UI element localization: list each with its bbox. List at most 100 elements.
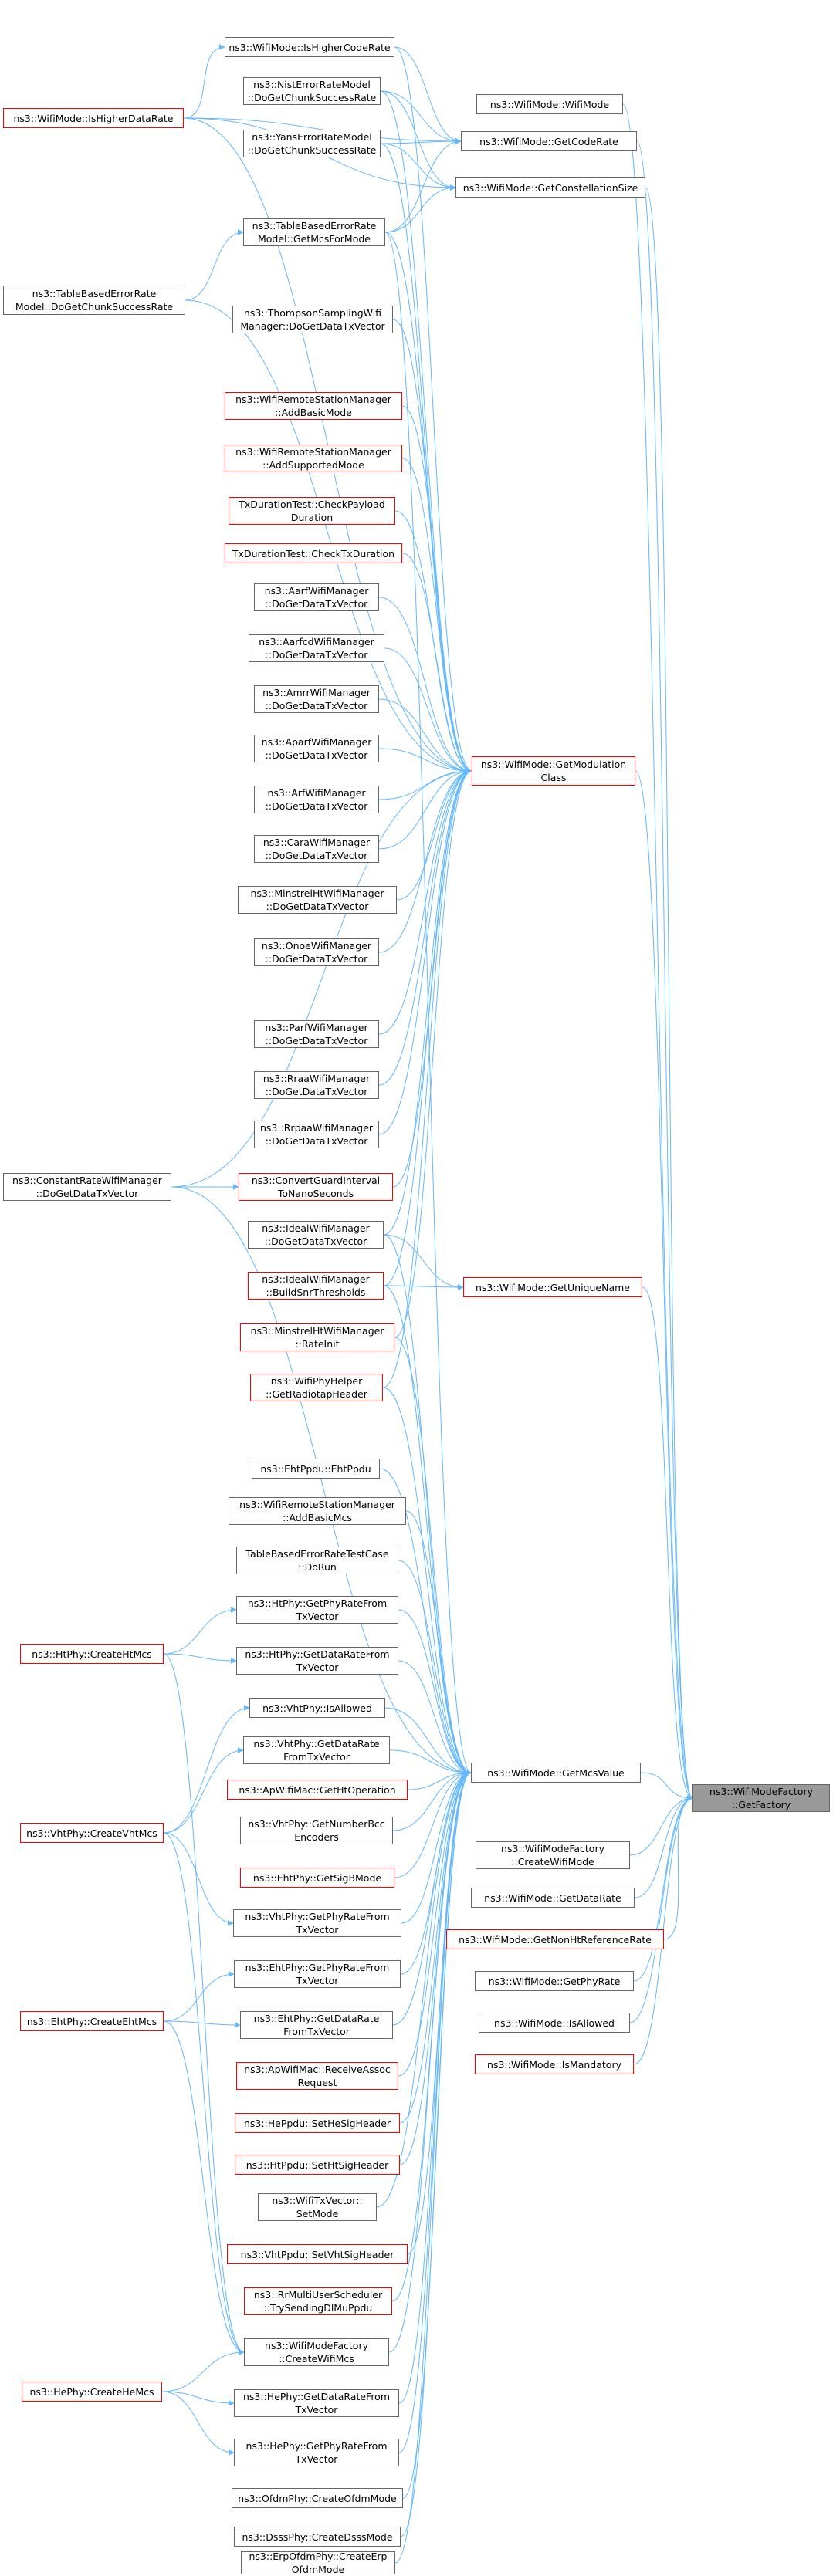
graph-node-label-line: ns3::VhtPhy::IsAllowed xyxy=(262,1702,372,1714)
graph-node-onoe[interactable]: ns3::OnoeWifiManager::DoGetDataTxVector xyxy=(254,938,379,966)
graph-node-createwifimode[interactable]: ns3::WifiModeFactory::CreateWifiMode xyxy=(476,1841,630,1869)
graph-node-createhemcs[interactable]: ns3::HePhy::CreateHeMcs xyxy=(22,2382,162,2402)
call-edge-vhtdatarate-to-getmcsvalue xyxy=(389,1749,472,1776)
graph-node-addbasicmode[interactable]: ns3::WifiRemoteStationManager::AddBasicM… xyxy=(225,392,402,420)
graph-node-createehtmcs[interactable]: ns3::EhtPhy::CreateEhtMcs xyxy=(20,2011,164,2031)
graph-node-aparf[interactable]: ns3::AparfWifiManager::DoGetDataTxVector xyxy=(254,735,379,762)
graph-node-label-line: ns3::HePhy::GetPhyRateFrom xyxy=(245,2440,388,2452)
graph-node-rrpaa[interactable]: ns3::RrpaaWifiManager::DoGetDataTxVector xyxy=(254,1121,379,1148)
call-edge-addbasicmode-to-getmodclass xyxy=(401,405,472,774)
graph-node-txvecset[interactable]: ns3::WifiTxVector::SetMode xyxy=(258,2193,377,2221)
graph-node-hesig[interactable]: ns3::HePpdu::SetHeSigHeader xyxy=(235,2113,400,2133)
graph-node-amrr[interactable]: ns3::AmrrWifiManager::DoGetDataTxVector xyxy=(254,685,379,713)
graph-node-aarf[interactable]: ns3::AarfWifiManager::DoGetDataTxVector xyxy=(254,583,379,611)
graph-node-label: ns3::WifiPhyHelper::GetRadiotapHeader xyxy=(266,1374,367,1401)
call-edge-createhemcs-to-hephyrate xyxy=(161,2391,235,2456)
graph-node-vhtsig[interactable]: ns3::VhtPpdu::SetVhtSigHeader xyxy=(227,2244,408,2264)
graph-node-vhtallowed[interactable]: ns3::VhtPhy::IsAllowed xyxy=(249,1698,385,1718)
graph-node-addsupportedmode[interactable]: ns3::WifiRemoteStationManager::AddSuppor… xyxy=(225,445,402,472)
graph-node-label-line: ns3::ArfWifiManager xyxy=(267,787,366,799)
graph-node-createvhtmcs[interactable]: ns3::VhtPhy::CreateVhtMcs xyxy=(20,1823,164,1843)
graph-node-minstrelinit[interactable]: ns3::MinstrelHtWifiManager::RateInit xyxy=(240,1323,394,1351)
graph-node-ehtsigb[interactable]: ns3::EhtPhy::GetSigBMode xyxy=(240,1868,394,1888)
graph-node-label-line: ::TrySendingDlMuPpdu xyxy=(263,2302,373,2314)
graph-node-getcoderate[interactable]: ns3::WifiMode::GetCodeRate xyxy=(461,131,637,151)
graph-node-ofdm[interactable]: ns3::OfdmPhy::CreateOfdmMode xyxy=(232,2488,403,2508)
graph-node-addbasicmcs[interactable]: ns3::WifiRemoteStationManager::AddBasicM… xyxy=(229,1497,406,1525)
graph-node-cara[interactable]: ns3::CaraWifiManager::DoGetDataTxVector xyxy=(254,835,379,863)
graph-node-ishighercoderate[interactable]: ns3::WifiMode::IsHigherCodeRate xyxy=(225,37,394,57)
graph-node-isallowed[interactable]: ns3::WifiMode::IsAllowed xyxy=(479,2013,630,2033)
graph-node-getconstsize[interactable]: ns3::WifiMode::GetConstellationSize xyxy=(455,177,645,198)
graph-node-label: ns3::WifiMode::GetDataRate xyxy=(484,1891,621,1905)
call-edge-hesig-to-getmcsvalue xyxy=(399,1770,472,2124)
graph-node-aarfcd[interactable]: ns3::AarfcdWifiManager::DoGetDataTxVecto… xyxy=(249,634,384,662)
graph-node-minstrelht[interactable]: ns3::MinstrelHtWifiManager::DoGetDataTxV… xyxy=(238,886,397,914)
graph-node-getdatarate[interactable]: ns3::WifiMode::GetDataRate xyxy=(471,1888,635,1908)
graph-node-parf[interactable]: ns3::ParfWifiManager::DoGetDataTxVector xyxy=(254,1020,379,1048)
graph-node-checktxduration[interactable]: TxDurationTest::CheckTxDuration xyxy=(225,543,402,563)
graph-node-label: ns3::WifiRemoteStationManager::AddBasicM… xyxy=(239,1498,395,1524)
graph-node-htsig[interactable]: ns3::HtPpdu::SetHtSigHeader xyxy=(235,2155,400,2175)
graph-node-label: ns3::IdealWifiManager::DoGetDataTxVector xyxy=(262,1222,369,1248)
call-edge-radiotap-to-getmcsvalue xyxy=(382,1387,472,1776)
graph-node-dsss[interactable]: ns3::DsssPhy::CreateDsssMode xyxy=(234,2527,401,2547)
graph-node-ismandatory[interactable]: ns3::WifiMode::IsMandatory xyxy=(475,2054,634,2074)
graph-node-getphyrate[interactable]: ns3::WifiMode::GetPhyRate xyxy=(475,1971,634,1991)
graph-node-label: TableBasedErrorRateTestCase::DoRun xyxy=(245,1547,388,1574)
graph-node-idealsnr[interactable]: ns3::IdealWifiManager::BuildSnrThreshold… xyxy=(248,1272,384,1300)
graph-node-label-line: ::DoGetDataTxVector xyxy=(265,700,368,712)
graph-node-label: ns3::VhtPhy::CreateVhtMcs xyxy=(26,1827,157,1840)
graph-node-rrmu[interactable]: ns3::RrMultiUserScheduler::TrySendingDlM… xyxy=(244,2287,392,2315)
graph-node-label: ns3::WifiMode::GetConstellationSize xyxy=(463,181,638,194)
call-edge-idealdata-to-getmodclass xyxy=(383,768,472,1236)
graph-node-getuniquename[interactable]: ns3::WifiMode::GetUniqueName xyxy=(463,1277,642,1297)
graph-node-label-line: ns3::MinstrelHtWifiManager xyxy=(250,887,384,899)
graph-node-getfactory[interactable]: ns3::WifiModeFactory::GetFactory xyxy=(692,1784,830,1812)
graph-node-label: ns3::DsssPhy::CreateDsssMode xyxy=(242,2530,392,2544)
graph-node-nisterror[interactable]: ns3::NistErrorRateModel::DoGetChunkSucce… xyxy=(243,77,381,105)
graph-node-label-line: Class xyxy=(540,772,567,783)
graph-node-label-line: FromTxVector xyxy=(283,1751,350,1763)
graph-node-arf[interactable]: ns3::ArfWifiManager::DoGetDataTxVector xyxy=(254,786,379,813)
graph-node-getmcsvalue[interactable]: ns3::WifiMode::GetMcsValue xyxy=(471,1763,641,1783)
graph-node-label-line: ns3::VhtPhy::GetNumberBcc xyxy=(248,1818,385,1830)
graph-node-getnonht[interactable]: ns3::WifiMode::GetNonHtReferenceRate xyxy=(446,1929,664,1949)
graph-node-label: ns3::HtPpdu::SetHtSigHeader xyxy=(246,2158,389,2172)
graph-node-label-line: ::AddSupportedMode xyxy=(262,459,364,471)
graph-node-label-line: ns3::IdealWifiManager xyxy=(262,1273,370,1285)
graph-node-rraa[interactable]: ns3::RraaWifiManager::DoGetDataTxVector xyxy=(254,1071,379,1099)
graph-node-ehtppdu[interactable]: ns3::EhtPpdu::EhtPpdu xyxy=(252,1459,380,1479)
graph-node-wifimode[interactable]: ns3::WifiMode::WifiMode xyxy=(476,94,623,114)
graph-node-label-line: ns3::EhtPhy::GetSigBMode xyxy=(252,1871,382,1884)
graph-node-apht[interactable]: ns3::ApWifiMac::GetHtOperation xyxy=(227,1780,408,1800)
graph-node-createwifimcs[interactable]: ns3::WifiModeFactory::CreateWifiMcs xyxy=(244,2338,389,2366)
graph-node-idealdata[interactable]: ns3::IdealWifiManager::DoGetDataTxVector xyxy=(248,1221,384,1249)
graph-node-tabletest[interactable]: TableBasedErrorRateTestCase::DoRun xyxy=(236,1547,398,1574)
call-edge-aarf-to-getmodclass xyxy=(378,597,472,774)
graph-node-constantrate[interactable]: ns3::ConstantRateWifiManager::DoGetDataT… xyxy=(3,1173,171,1201)
graph-node-ishigherdatarate[interactable]: ns3::WifiMode::IsHigherDataRate xyxy=(3,108,184,128)
graph-node-radiotap[interactable]: ns3::WifiPhyHelper::GetRadiotapHeader xyxy=(250,1374,383,1401)
graph-node-createhtmcs[interactable]: ns3::HtPhy::CreateHtMcs xyxy=(20,1644,164,1664)
graph-node-yanserror[interactable]: ns3::YansErrorRateModel::DoGetChunkSucce… xyxy=(243,130,381,157)
graph-node-label-line: ::DoGetDataTxVector xyxy=(265,800,368,812)
